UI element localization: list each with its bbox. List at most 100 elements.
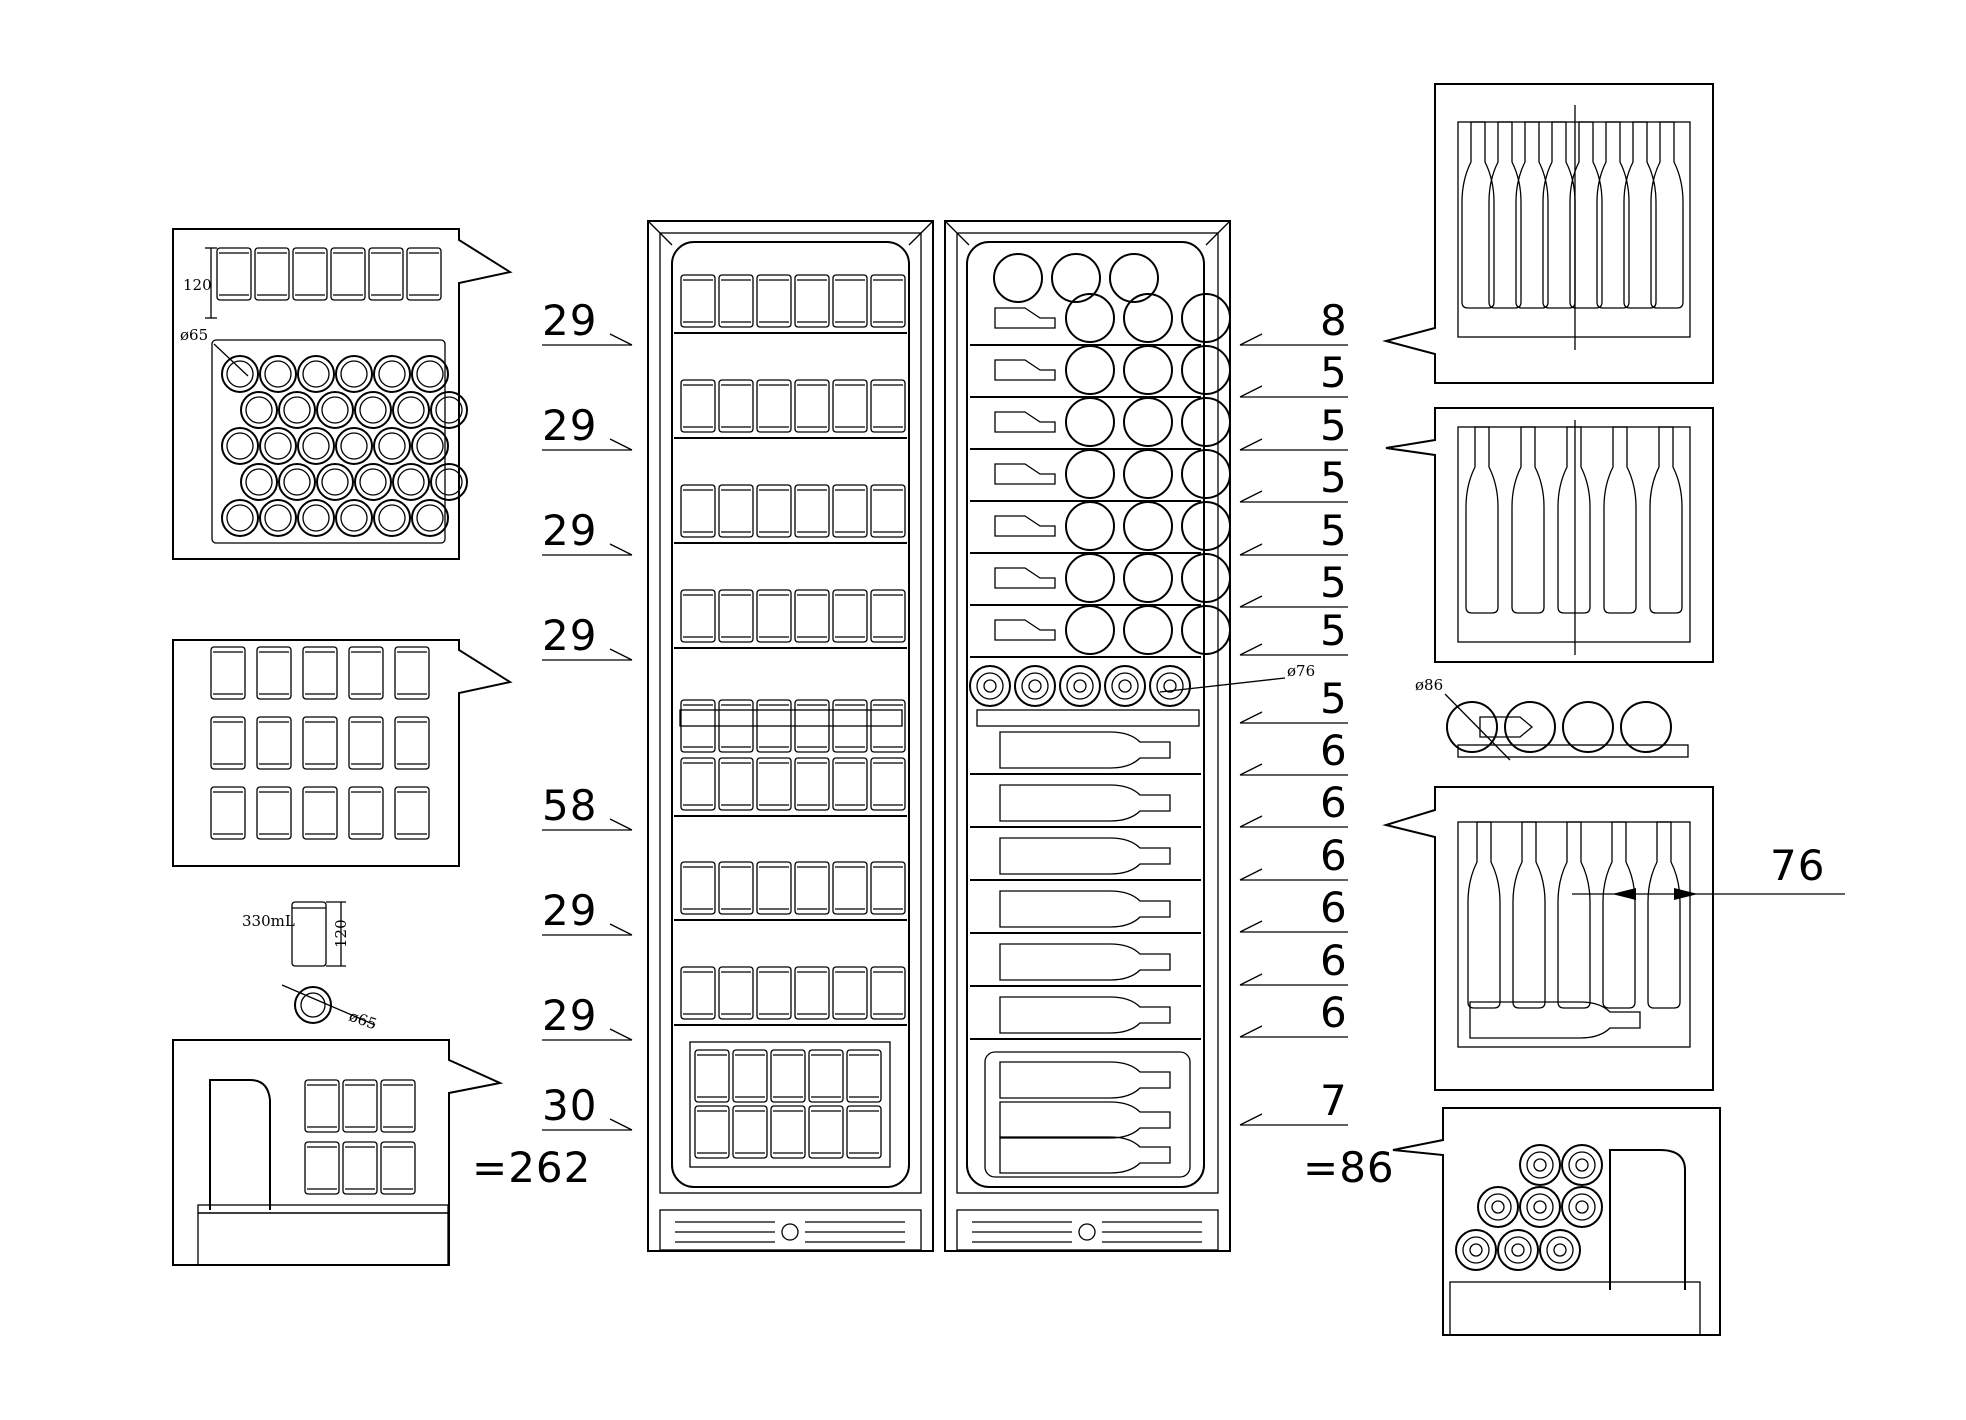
can <box>680 274 716 328</box>
detail-bottles-shelf-2 <box>1385 407 1714 663</box>
leader-tick <box>1239 1025 1263 1038</box>
left-total: =262 <box>472 1143 591 1192</box>
can <box>756 379 792 433</box>
can <box>302 786 338 840</box>
leader-tick <box>1239 643 1263 656</box>
can <box>680 379 716 433</box>
bottle-diameter-detail: ø86 <box>1415 676 1689 761</box>
can <box>808 1049 844 1103</box>
can <box>794 861 830 915</box>
can-top <box>278 463 316 501</box>
bottle-end <box>1065 345 1115 395</box>
can-top <box>316 463 354 501</box>
upright-bottle <box>1557 821 1591 1009</box>
detail-bottles-pyramid <box>1392 1107 1721 1336</box>
shelf-count-label: 6 <box>1320 936 1348 985</box>
bottle-end <box>1065 605 1115 655</box>
can-volume-label: 330mL <box>242 912 295 930</box>
can <box>718 757 754 811</box>
shelf-count-label: 5 <box>1320 558 1348 607</box>
detail-cans-top: 120 ø65 <box>172 228 513 560</box>
shelf-count-label: 29 <box>542 611 597 660</box>
can <box>348 646 384 700</box>
detail-bottles-shelf-3: 76 <box>1382 786 1845 1091</box>
bottle-neck <box>994 359 1056 381</box>
can <box>330 247 366 301</box>
right-fridge <box>944 220 1231 1252</box>
bottle-end <box>1519 1186 1561 1228</box>
can-top <box>354 463 392 501</box>
bottle-spacing-label: 76 <box>1770 841 1825 890</box>
can <box>380 1141 416 1195</box>
detail-cans-stacked <box>172 639 513 867</box>
bottle-neck <box>994 463 1056 485</box>
bottle-neck <box>994 619 1056 641</box>
shelf-count-label: 6 <box>1320 726 1348 775</box>
can <box>756 484 792 538</box>
leader-tick <box>1239 385 1263 398</box>
bottle-end <box>1123 449 1173 499</box>
can-top <box>259 427 297 465</box>
bottle-end <box>1104 665 1146 707</box>
shelf-count-label: 5 <box>1320 674 1348 723</box>
bottle-end <box>1455 1229 1497 1271</box>
can-top <box>411 355 449 393</box>
can-top <box>373 427 411 465</box>
shelf-count-label: 30 <box>542 1081 597 1130</box>
shelf-count-label: 5 <box>1320 348 1348 397</box>
bottle-neck <box>1479 716 1534 738</box>
can <box>380 1079 416 1133</box>
bottle-end <box>1519 1144 1561 1186</box>
leader-tick <box>1239 868 1263 881</box>
can <box>718 379 754 433</box>
shelf-count-label: 5 <box>1320 606 1348 655</box>
can <box>680 861 716 915</box>
lying-bottle <box>999 1061 1171 1099</box>
can <box>406 247 442 301</box>
can <box>832 966 868 1020</box>
bottle-end <box>1181 605 1231 655</box>
can <box>870 757 906 811</box>
can <box>794 379 830 433</box>
can-top <box>335 499 373 537</box>
bottle-end <box>1123 553 1173 603</box>
can <box>870 589 906 643</box>
shelf-count-label: 6 <box>1320 831 1348 880</box>
bottle-end <box>1123 605 1173 655</box>
lying-bottle <box>999 837 1171 875</box>
can-top <box>430 391 468 429</box>
leader-tick <box>1239 595 1263 608</box>
can <box>680 589 716 643</box>
leader-tick <box>609 1028 633 1041</box>
can <box>756 861 792 915</box>
bottle-dia-76: ø76 <box>1287 662 1315 680</box>
can-top <box>335 427 373 465</box>
control-panel-right <box>976 709 1200 727</box>
upright-bottle <box>1649 426 1683 614</box>
upright-bottle <box>1511 426 1545 614</box>
leader-tick <box>1239 815 1263 828</box>
can <box>794 966 830 1020</box>
can-top <box>240 391 278 429</box>
bottle-end <box>1065 553 1115 603</box>
can <box>216 247 252 301</box>
can <box>718 966 754 1020</box>
bottle-neck <box>994 567 1056 589</box>
can-side-height: 120 <box>332 919 350 948</box>
can-side-diameter: ø65 <box>347 1007 380 1034</box>
can-top <box>221 355 259 393</box>
can-top <box>335 355 373 393</box>
shelf-count-label: 6 <box>1320 988 1348 1037</box>
lying-bottle <box>999 1101 1171 1139</box>
leader-tick <box>609 923 633 936</box>
leader-tick <box>609 1118 633 1131</box>
can <box>348 786 384 840</box>
bottle-end <box>969 665 1011 707</box>
leader-tick <box>1239 490 1263 503</box>
can-diameter-label: ø65 <box>180 326 208 344</box>
leader-tick <box>609 648 633 661</box>
bottle-end <box>1497 1229 1539 1271</box>
shelf-count-label: 6 <box>1320 778 1348 827</box>
can-top <box>297 427 335 465</box>
